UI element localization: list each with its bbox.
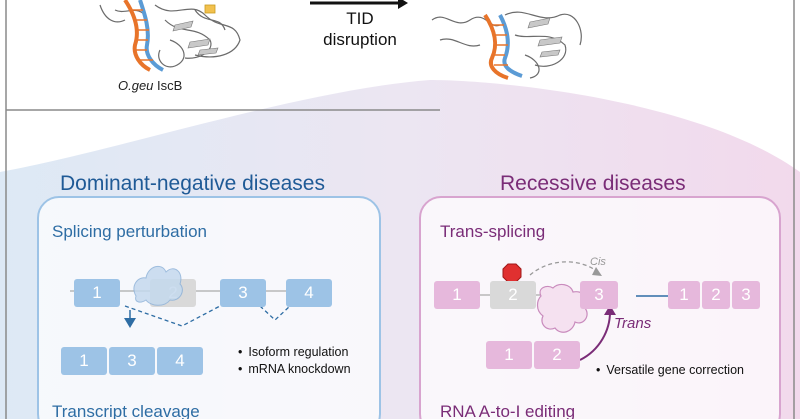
cis-label: Cis: [590, 256, 606, 268]
recessive-heading: Recessive diseases: [500, 172, 686, 195]
trans-splicing-heading: Trans-splicing: [440, 222, 546, 241]
down-arrow-icon: [124, 318, 136, 328]
outcome-gene-correction: Versatile gene correction: [596, 362, 744, 379]
protein-structure-right: [430, 0, 590, 80]
donor-exon-2: 2: [534, 341, 580, 369]
outcome-isoform-regulation: Isoform regulation: [238, 344, 351, 361]
iscb-complex-pink-icon: [536, 283, 588, 333]
outcome-mrna-knockdown: mRNA knockdown: [238, 361, 350, 378]
mature-exon-3: 3: [109, 347, 155, 375]
arrow-label-line1: TID: [346, 9, 374, 28]
splicing-outcomes-list: Isoform regulation mRNA knockdown: [238, 344, 351, 378]
pre-mrna-exon-4: 4: [286, 279, 332, 307]
pre-mrna-exon-3-right: 3: [580, 281, 618, 309]
protein-label: O.geu IscB: [118, 78, 182, 93]
process-arrow: [310, 0, 408, 9]
splicing-perturbation-heading: Splicing perturbation: [52, 222, 207, 241]
arrow-label-line2: disruption: [323, 30, 397, 49]
dominant-negative-panel: [37, 196, 381, 419]
iscb-complex-icon: [133, 265, 183, 306]
mature-exon-1: 1: [61, 347, 107, 375]
pre-mrna-exon-1: 1: [74, 279, 120, 307]
donor-exon-1: 1: [486, 341, 532, 369]
species-name: O.geu: [118, 78, 154, 93]
product-exon-3: 3: [732, 281, 760, 309]
protein-structure-left: [95, 0, 245, 72]
transcript-cleavage-heading: Transcript cleavage: [52, 402, 200, 419]
trans-splicing-outcomes-list: Versatile gene correction: [596, 362, 744, 379]
stop-codon-icon: [502, 263, 522, 283]
mature-exon-4: 4: [157, 347, 203, 375]
protein-name: IscB: [157, 78, 183, 93]
pre-mrna-exon-3: 3: [220, 279, 266, 307]
pre-mrna-exon-1-right: 1: [434, 281, 480, 309]
dominant-negative-heading: Dominant-negative diseases: [60, 172, 325, 195]
pre-mrna-exon-2-right: 2: [490, 281, 536, 309]
rna-editing-heading: RNA A-to-I editing: [440, 402, 576, 419]
trans-label: Trans: [614, 315, 652, 332]
arrow-label: TID disruption: [300, 8, 420, 50]
product-exon-1: 1: [668, 281, 700, 309]
product-exon-2: 2: [702, 281, 730, 309]
